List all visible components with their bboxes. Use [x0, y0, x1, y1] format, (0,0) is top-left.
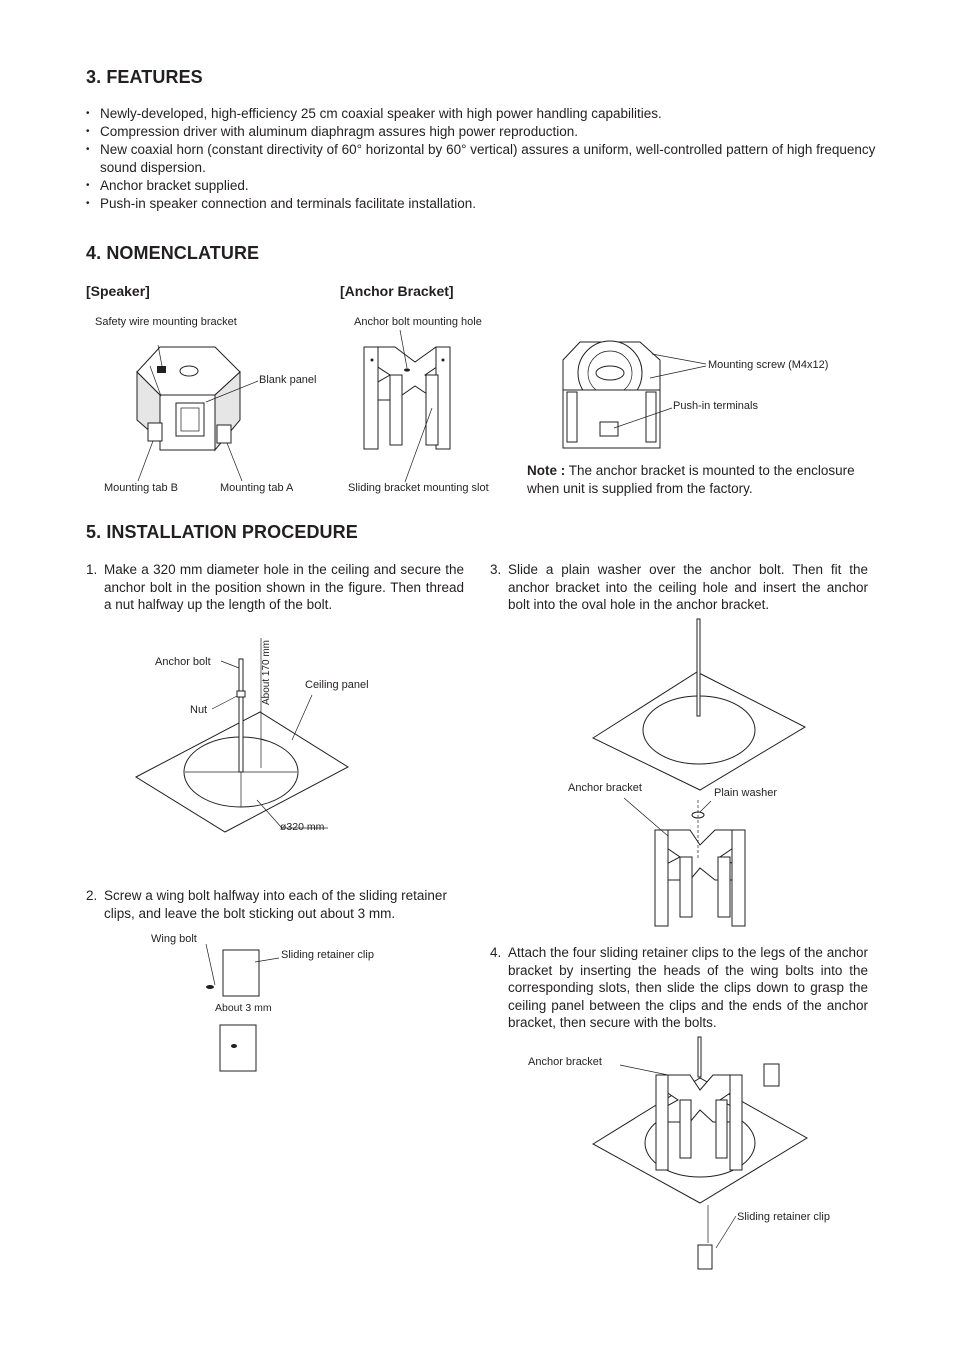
label-mounting-tab-b: Mounting tab B [104, 482, 178, 494]
anchor-bracket-subheading: [Anchor Bracket] [340, 283, 454, 299]
step-text: Make a 320 mm diameter hole in the ceili… [104, 562, 464, 613]
nomenclature-heading: 4. NOMENCLATURE [86, 243, 260, 263]
fig2-about3-label: About 3 mm [215, 1002, 272, 1014]
installation-heading: 5. INSTALLATION PROCEDURE [86, 522, 358, 542]
list-item: Push-in speaker connection and terminals… [86, 195, 876, 213]
features-heading: 3. FEATURES [86, 67, 203, 87]
step-text: Attach the four sliding retainer clips t… [508, 945, 868, 1031]
fig4-sliding-clip-label: Sliding retainer clip [737, 1211, 830, 1223]
label-mounting-tab-a: Mounting tab A [220, 482, 294, 494]
speaker-with-bracket-illustration [562, 340, 707, 449]
fig3-plain-washer-label: Plain washer [714, 787, 777, 799]
step-2: 2. Screw a wing bolt halfway into each o… [86, 887, 466, 922]
features-list: Newly-developed, high-efficiency 25 cm c… [86, 105, 876, 213]
note-text: The anchor bracket is mounted to the enc… [527, 463, 855, 496]
fig1-diameter-label: ø320 mm [280, 821, 325, 833]
step-number: 4. [490, 945, 502, 960]
step-text: Screw a wing bolt halfway into each of t… [104, 888, 447, 921]
label-push-in: Push-in terminals [673, 400, 758, 412]
list-item: Newly-developed, high-efficiency 25 cm c… [86, 105, 876, 123]
anchor-bracket-illustration [363, 329, 451, 483]
fig1-anchor-bolt-label: Anchor bolt [155, 656, 211, 668]
step-1: 1. Make a 320 mm diameter hole in the ce… [86, 561, 464, 614]
step-4: 4. Attach the four sliding retainer clip… [490, 944, 868, 1032]
label-sliding-slot: Sliding bracket mounting slot [348, 482, 489, 494]
fig3-illustration [591, 618, 807, 927]
label-blank-panel: Blank panel [259, 374, 317, 386]
step-number: 2. [86, 888, 98, 903]
fig4-anchor-bracket-label: Anchor bracket [528, 1056, 602, 1068]
note: Note : The anchor bracket is mounted to … [527, 462, 872, 498]
label-mounting-screw: Mounting screw (M4x12) [708, 359, 829, 371]
fig1-ceiling-panel-label: Ceiling panel [305, 679, 369, 691]
step-number: 1. [86, 562, 98, 577]
step-text: Slide a plain washer over the anchor bol… [508, 562, 868, 613]
list-item: Compression driver with aluminum diaphra… [86, 123, 876, 141]
label-safety-wire: Safety wire mounting bracket [95, 316, 237, 328]
fig2-sliding-clip-label: Sliding retainer clip [281, 949, 374, 961]
step-3: 3. Slide a plain washer over the anchor … [490, 561, 868, 614]
speaker-illustration [136, 344, 259, 482]
note-label: Note : [527, 463, 566, 478]
fig1-illustration [134, 638, 350, 833]
fig3-anchor-bracket-label: Anchor bracket [568, 782, 642, 794]
label-anchor-bolt-hole: Anchor bolt mounting hole [354, 316, 482, 328]
fig4-illustration [592, 1036, 808, 1270]
fig2-wing-bolt-label: Wing bolt [151, 933, 197, 945]
list-item: Anchor bracket supplied. [86, 177, 876, 195]
fig1-nut-label: Nut [190, 704, 208, 716]
speaker-subheading: [Speaker] [86, 283, 150, 299]
fig2-illustration [205, 943, 280, 1072]
list-item: New coaxial horn (constant directivity o… [86, 141, 876, 176]
step-number: 3. [490, 562, 502, 577]
